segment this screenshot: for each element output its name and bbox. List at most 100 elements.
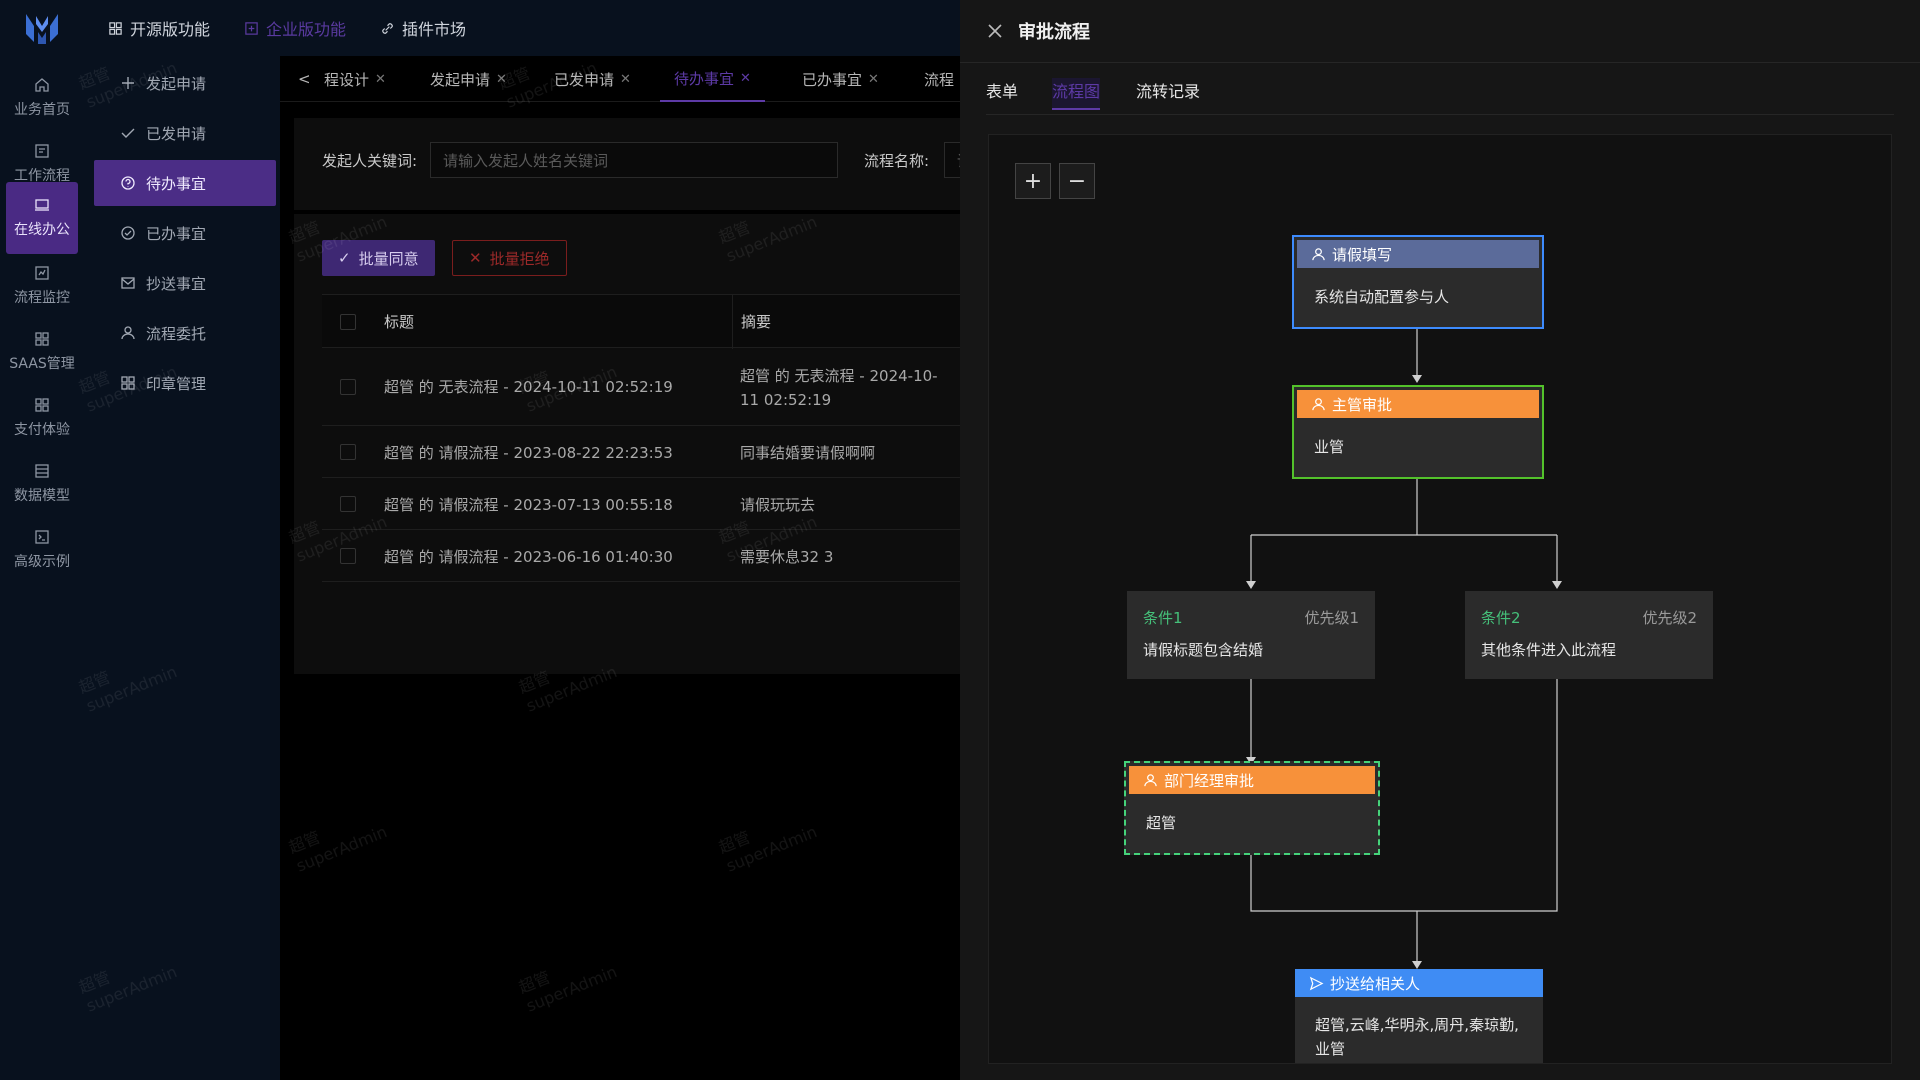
table-row[interactable]: 超管 的 请假流程 - 2023-08-22 22:23:53 同事结婚要请假啊… <box>322 426 960 478</box>
submenu-item-sent[interactable]: 已发申请 <box>94 110 276 156</box>
row-summary: 超管 的 无表流程 - 2024-10-11 02:52:19 <box>740 367 938 409</box>
row-checkbox[interactable] <box>340 496 356 512</box>
condition-title: 条件2 <box>1481 609 1521 627</box>
flow-name-input[interactable]: 请 <box>944 142 960 178</box>
terminal-icon <box>34 529 50 545</box>
row-title[interactable]: 超管 的 请假流程 - 2023-07-13 00:55:18 <box>384 496 673 514</box>
submenu-item-todo[interactable]: 待办事宜 <box>94 160 276 206</box>
grid-icon <box>34 397 50 413</box>
zoom-out-button[interactable]: − <box>1059 163 1095 199</box>
rail-label: 工作流程 <box>14 168 70 184</box>
flowchart-canvas[interactable]: + − 请假填写 系统自动配置参与人 <box>988 134 1892 1064</box>
row-checkbox[interactable] <box>340 444 356 460</box>
rail-label: 流程监控 <box>14 290 70 306</box>
tab-sent[interactable]: 已发申请 ✕ <box>554 56 631 102</box>
submenu-label: 已办事宜 <box>146 224 207 243</box>
batch-reject-button[interactable]: ✕ 批量拒绝 <box>452 240 567 276</box>
row-title[interactable]: 超管 的 无表流程 - 2024-10-11 02:52:19 <box>384 378 673 396</box>
close-icon[interactable]: ✕ <box>740 70 751 86</box>
flow-node-manager-approval[interactable]: 主管审批 业管 <box>1292 385 1544 479</box>
table-row[interactable]: 超管 的 请假流程 - 2023-06-16 01:40:30 需要休息32 3 <box>322 530 960 582</box>
submenu-item-new-request[interactable]: 发起申请 <box>94 60 276 106</box>
tab-form[interactable]: 表单 <box>986 82 1019 101</box>
close-icon[interactable] <box>986 22 1004 40</box>
link-icon <box>380 21 395 36</box>
tab-label: 程设计 <box>324 70 370 89</box>
tab-scroll-left[interactable]: < <box>298 56 311 102</box>
top-nav-label: 企业版功能 <box>266 20 347 39</box>
close-icon[interactable]: ✕ <box>375 71 386 87</box>
row-checkbox[interactable] <box>340 548 356 564</box>
icon-rail: 业务首页 工作流程 在线办公 流程监控 SAAS管理 支付体验 数据模型 高级示… <box>0 0 84 1080</box>
rail-item-data-model[interactable]: 数据模型 <box>6 448 78 520</box>
node-title: 主管审批 <box>1332 395 1393 414</box>
rail-item-saas[interactable]: SAAS管理 <box>6 316 78 388</box>
main-content: 发起人关键词: 请输入发起人姓名关键词 流程名称: 请 ✓ 批量同意 ✕ 批量拒… <box>280 102 960 1080</box>
submenu-label: 已发申请 <box>146 124 207 143</box>
tab-flow[interactable]: 流程 <box>924 56 954 102</box>
todo-list-panel <box>294 214 960 674</box>
table-row[interactable]: 超管 的 请假流程 - 2023-07-13 00:55:18 请假玩玩去 <box>322 478 960 530</box>
row-title[interactable]: 超管 的 请假流程 - 2023-06-16 01:40:30 <box>384 548 673 566</box>
top-nav: 开源版功能 企业版功能 插件市场 <box>84 0 960 56</box>
submenu-item-cc[interactable]: 抄送事宜 <box>94 260 276 306</box>
divider <box>960 62 1920 63</box>
close-icon[interactable]: ✕ <box>496 71 507 87</box>
rail-item-examples[interactable]: 高级示例 <box>6 514 78 586</box>
submenu-item-done[interactable]: 已办事宜 <box>94 210 276 256</box>
close-icon[interactable]: ✕ <box>868 71 879 87</box>
rail-item-monitor[interactable]: 流程监控 <box>6 250 78 322</box>
node-body: 超管 <box>1146 814 1177 832</box>
tab-flowchart[interactable]: 流程图 <box>1052 78 1101 110</box>
table-header: 标题 摘要 <box>322 294 960 349</box>
batch-approve-button[interactable]: ✓ 批量同意 <box>322 240 435 276</box>
select-all-checkbox[interactable] <box>340 314 356 330</box>
rail-item-payment[interactable]: 支付体验 <box>6 382 78 454</box>
close-icon[interactable]: ✕ <box>620 71 631 87</box>
rail-item-office[interactable]: 在线办公 <box>6 182 78 254</box>
app-logo-icon[interactable] <box>20 6 64 50</box>
top-nav-plugins[interactable]: 插件市场 <box>380 0 466 56</box>
submenu-label: 待办事宜 <box>146 174 207 193</box>
condition-title: 条件1 <box>1143 609 1183 627</box>
send-icon <box>1309 976 1324 991</box>
rail-label: SAAS管理 <box>9 356 75 372</box>
top-nav-enterprise[interactable]: 企业版功能 <box>244 0 346 56</box>
tab-transfer-log[interactable]: 流转记录 <box>1136 82 1201 101</box>
submenu-item-delegate[interactable]: 流程委托 <box>94 310 276 356</box>
tab-done[interactable]: 已办事宜✕ <box>802 56 879 102</box>
user-icon <box>120 325 136 341</box>
tab-new-request[interactable]: 发起申请✕ <box>430 56 507 102</box>
divider <box>986 114 1894 115</box>
rail-item-workflow[interactable]: 工作流程 <box>6 128 78 200</box>
tab-flow-design[interactable]: 程设计 ✕ <box>324 56 386 102</box>
node-header: 部门经理审批 <box>1129 766 1375 794</box>
enterprise-icon <box>244 21 259 36</box>
workflow-icon <box>34 143 50 159</box>
row-checkbox[interactable] <box>340 379 356 395</box>
flow-node-dept-manager-approval[interactable]: 部门经理审批 超管 <box>1124 761 1380 855</box>
user-icon <box>1143 773 1158 788</box>
rail-item-home[interactable]: 业务首页 <box>6 62 78 134</box>
tab-label: 流程 <box>924 70 955 89</box>
flow-condition-1[interactable]: 条件1 优先级1 请假标题包含结婚 <box>1127 591 1375 679</box>
sub-menu: 发起申请 已发申请 待办事宜 已办事宜 抄送事宜 流程委托 印章管理 <box>84 56 280 1080</box>
submenu-item-seal[interactable]: 印章管理 <box>94 360 276 406</box>
node-body: 系统自动配置参与人 <box>1314 288 1450 306</box>
grid-icon <box>120 375 136 391</box>
flow-node-start[interactable]: 请假填写 系统自动配置参与人 <box>1292 235 1544 329</box>
header-summary: 摘要 <box>732 295 771 349</box>
table-row[interactable]: 超管 的 无表流程 - 2024-10-11 02:52:19 超管 的 无表流… <box>322 348 960 426</box>
top-nav-open-source[interactable]: 开源版功能 <box>108 0 210 56</box>
close-icon: ✕ <box>469 249 482 267</box>
zoom-in-button[interactable]: + <box>1015 163 1051 199</box>
tab-todo[interactable]: 待办事宜✕ <box>660 56 765 102</box>
user-icon <box>1311 247 1326 262</box>
flow-node-cc[interactable]: 抄送给相关人 超管,云峰,华明永,周丹,秦琼勤, 业管 <box>1295 969 1543 1063</box>
tab-label: 已发申请 <box>554 70 615 89</box>
initiator-search-input[interactable]: 请输入发起人姓名关键词 <box>430 142 838 178</box>
chevron-left-icon: < <box>298 70 311 88</box>
row-title[interactable]: 超管 的 请假流程 - 2023-08-22 22:23:53 <box>384 444 673 462</box>
flow-condition-2[interactable]: 条件2 优先级2 其他条件进入此流程 <box>1465 591 1713 679</box>
batch-approve-label: 批量同意 <box>358 249 419 268</box>
